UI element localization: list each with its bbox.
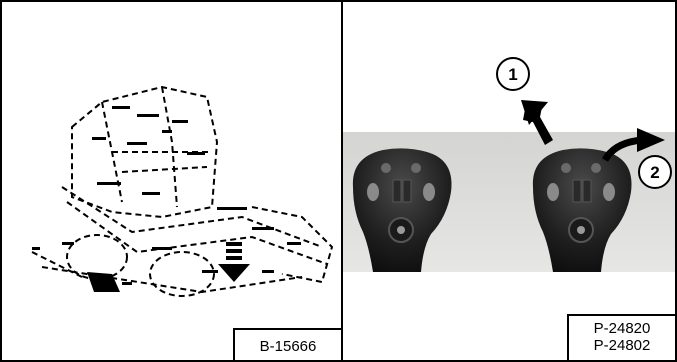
figure-caption-right: P-24820 P-24802: [567, 314, 675, 360]
callout-2: 2: [638, 155, 672, 189]
arrow-2-icon: [601, 128, 665, 162]
skid-steer-loader-illustration: [31, 85, 334, 297]
arrow-1-icon: [521, 100, 553, 145]
callout-1: 1: [496, 57, 530, 91]
svg-text:2: 2: [650, 163, 659, 182]
caption-right-line2: P-24802: [593, 337, 651, 354]
svg-text:1: 1: [508, 65, 517, 84]
figure-caption-left: B-15666: [233, 328, 341, 360]
caption-right-line1: P-24820: [593, 320, 651, 337]
joystick-left-image: [352, 148, 452, 272]
left-panel: B-15666: [0, 0, 343, 362]
joystick-handles-photo: 1 2: [343, 57, 675, 272]
joystick-right-image: [532, 148, 632, 272]
right-panel: 1 2 P-24820 P-24802: [341, 0, 677, 362]
